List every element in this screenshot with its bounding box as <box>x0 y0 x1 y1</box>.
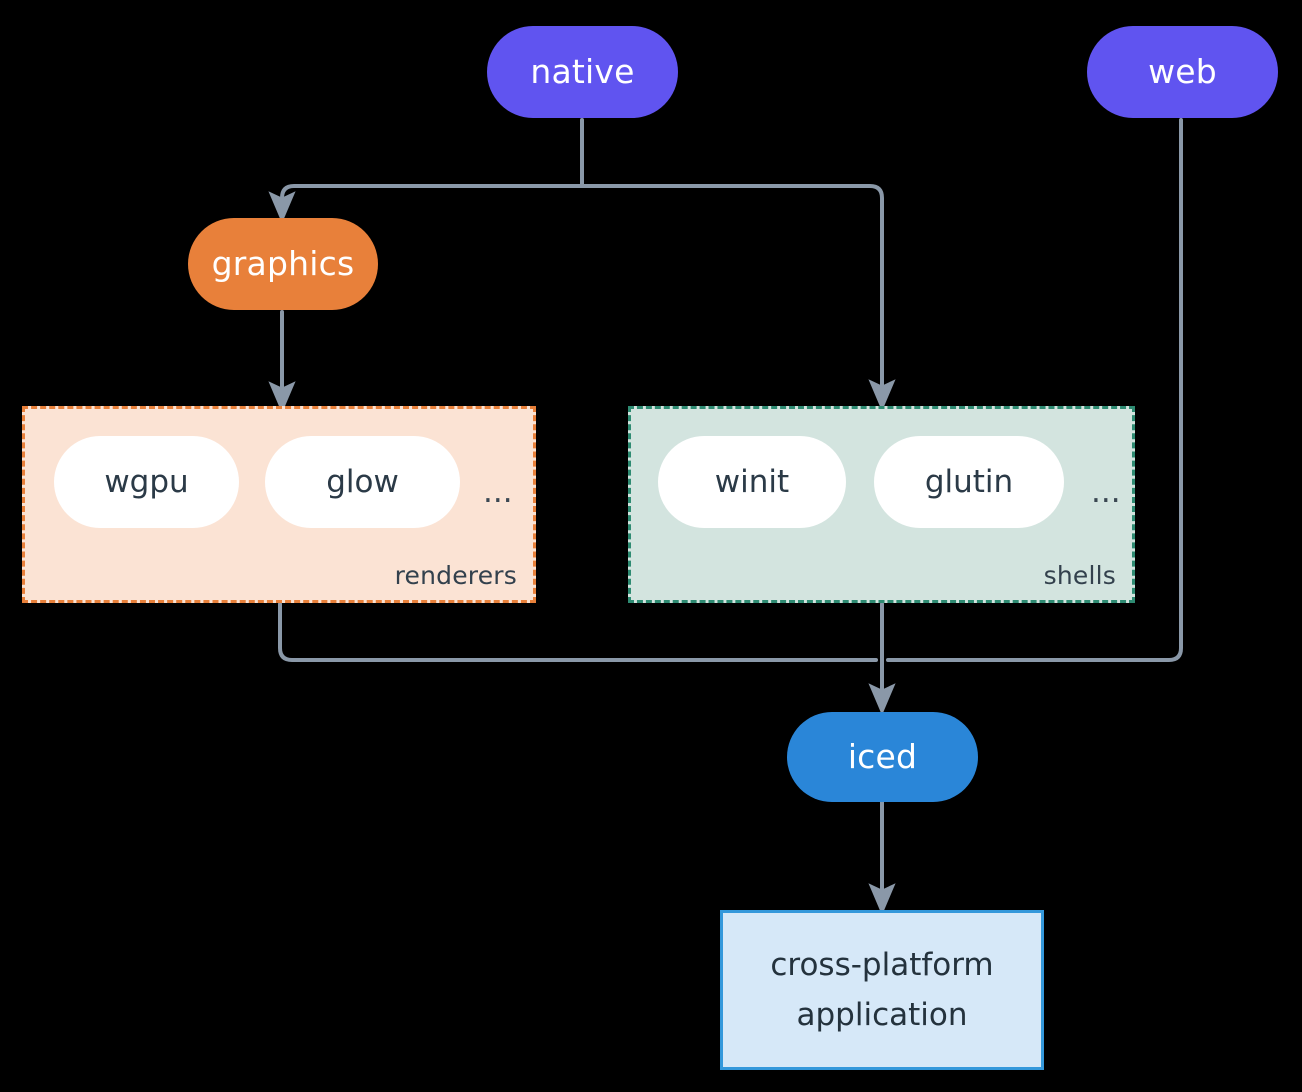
group-shells-label: shells <box>1043 561 1116 590</box>
shells-overflow-ellipsis: ... <box>1091 474 1121 510</box>
node-glow-label: glow <box>326 464 399 500</box>
edge-native-right <box>580 184 896 412</box>
node-application[interactable]: cross-platform application <box>720 910 1044 1070</box>
node-graphics[interactable]: graphics <box>188 218 378 310</box>
node-web-label: web <box>1148 52 1217 92</box>
application-label-line1: cross-platform <box>770 946 994 983</box>
node-iced[interactable]: iced <box>787 712 978 802</box>
node-web[interactable]: web <box>1087 26 1278 118</box>
renderers-overflow-ellipsis: ... <box>483 474 513 510</box>
node-glutin-label: glutin <box>924 464 1014 500</box>
node-native-label: native <box>530 52 635 92</box>
node-glutin[interactable]: glutin <box>874 436 1064 528</box>
edge-native-left <box>268 184 584 224</box>
group-shells: winit glutin ... shells <box>628 406 1135 603</box>
node-native[interactable]: native <box>487 26 678 118</box>
group-renderers-label: renderers <box>394 561 517 590</box>
node-glow[interactable]: glow <box>265 436 460 528</box>
edge-renderers-iced <box>278 602 878 662</box>
node-wgpu[interactable]: wgpu <box>54 436 239 528</box>
node-winit-label: winit <box>714 464 790 500</box>
application-label-line2: application <box>796 997 968 1033</box>
node-iced-label: iced <box>847 737 918 777</box>
node-graphics-label: graphics <box>211 244 355 284</box>
node-wgpu-label: wgpu <box>104 464 189 500</box>
group-renderers: wgpu glow ... renderers <box>22 406 536 603</box>
node-winit[interactable]: winit <box>658 436 846 528</box>
